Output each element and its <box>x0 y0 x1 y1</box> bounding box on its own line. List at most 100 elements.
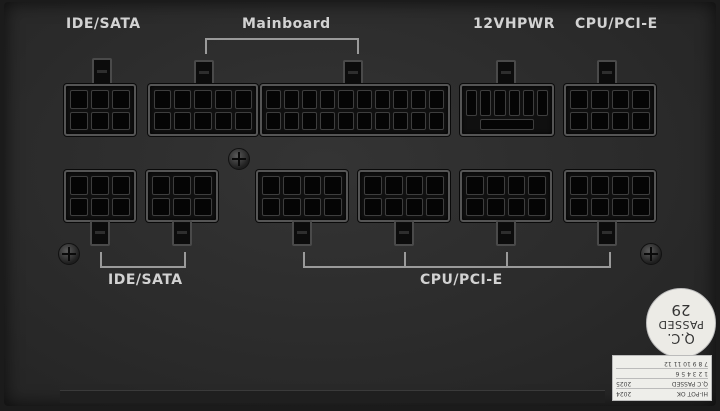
connector-pin <box>486 176 505 195</box>
ide-sata-connector-bottom-1 <box>64 170 136 222</box>
connector-pin <box>112 176 130 195</box>
hipot-row: 1 2 3 4 5 6 <box>616 368 708 378</box>
connector-pin <box>303 176 322 195</box>
hipot-row: 7 8 9 10 11 12 <box>616 359 708 368</box>
connector-pin <box>91 111 109 130</box>
hipot-months-2: 7 8 9 10 11 12 <box>664 360 708 367</box>
connector-pin <box>194 197 212 216</box>
connector-pin <box>486 197 505 216</box>
label-cpu-pcie-top: CPU/PCI-E <box>575 16 658 32</box>
connector-pin <box>282 197 301 216</box>
connector-pin <box>324 176 342 195</box>
connector-pin <box>405 176 424 195</box>
screw-icon <box>640 243 662 265</box>
connector-pin <box>70 197 88 216</box>
latch <box>90 220 110 246</box>
connector-pin <box>70 176 88 195</box>
screw-icon <box>228 148 250 170</box>
hipot-year-1: 2024 <box>616 390 632 397</box>
connector-pin <box>302 111 318 130</box>
connector-pin <box>324 197 342 216</box>
hipot-qc: Q.C PASSED <box>671 380 708 387</box>
connector-pin <box>528 176 546 195</box>
hipot-title: HI-POT OK <box>676 390 708 397</box>
latch <box>394 220 414 246</box>
connector-pin <box>570 90 588 109</box>
connector-pin <box>70 111 88 130</box>
label-mainboard: Mainboard <box>242 16 331 32</box>
connector-pin <box>392 90 408 109</box>
connector-pin <box>570 111 588 130</box>
connector-pin <box>611 176 630 195</box>
connector-pin <box>426 197 444 216</box>
qc-passed-sticker: Q.C. PASSED 29 <box>646 288 716 358</box>
label-cpu-pcie-bottom: CPU/PCI-E <box>420 272 503 288</box>
connector-pin <box>173 176 191 195</box>
connector-pin <box>194 90 212 109</box>
connector-pin <box>570 197 588 216</box>
connector-pin <box>154 90 172 109</box>
connector-pin <box>480 90 492 116</box>
connector-pin <box>284 90 300 109</box>
connector-pin <box>214 111 232 130</box>
label-ide-sata-top: IDE/SATA <box>66 16 141 32</box>
connector-pin <box>302 90 318 109</box>
connector-pin <box>410 90 426 109</box>
connector-pin <box>632 197 650 216</box>
connector-pin <box>91 176 109 195</box>
connector-pin <box>428 111 444 130</box>
cpu-pcie-connector-bottom-3 <box>460 170 552 222</box>
hipot-row: Q.C PASSED 2025 <box>616 378 708 388</box>
connector-pin <box>466 176 484 195</box>
latch <box>597 220 617 246</box>
connector-pin <box>632 111 650 130</box>
cpu-pcie-bracket <box>303 252 611 268</box>
connector-pin <box>91 197 109 216</box>
sense-pins <box>480 118 534 130</box>
12vhpwr-connector <box>460 84 554 136</box>
connector-pin <box>611 90 630 109</box>
connector-pin <box>536 90 548 116</box>
connector-pin <box>632 176 650 195</box>
cpu-pcie-connector-bottom-2 <box>358 170 450 222</box>
connector-pin <box>590 197 609 216</box>
connector-pin <box>570 176 588 195</box>
hipot-row: HI-POT OK 2024 <box>616 388 708 398</box>
qc-number: 29 <box>671 301 691 320</box>
connector-pin <box>508 90 520 116</box>
cpu-pcie-connector-top <box>564 84 656 136</box>
connector-pin <box>112 111 130 130</box>
connector-pin <box>392 111 408 130</box>
connector-pin <box>374 111 390 130</box>
cpu-pcie-connector-bottom-1 <box>256 170 348 222</box>
connector-pin <box>466 90 478 116</box>
connector-pin <box>356 90 372 109</box>
connector-pin <box>174 111 192 130</box>
connector-pin <box>320 111 336 130</box>
connector-pin <box>507 197 526 216</box>
mainboard-connector-small <box>148 84 258 136</box>
connector-pin <box>426 176 444 195</box>
latch <box>92 58 112 86</box>
connector-pin <box>494 90 506 116</box>
connector-pin <box>522 90 534 116</box>
connector-pin <box>266 90 282 109</box>
connector-pin <box>632 90 650 109</box>
connector-pin <box>234 90 252 109</box>
label-ide-sata-bottom: IDE/SATA <box>108 272 183 288</box>
connector-pin <box>590 90 609 109</box>
connector-pin <box>384 197 403 216</box>
hipot-year-2: 2025 <box>616 380 632 387</box>
latch <box>194 60 214 86</box>
connector-pin <box>266 111 282 130</box>
connector-pin <box>338 90 354 109</box>
connector-pin <box>384 176 403 195</box>
connector-pin <box>234 111 252 130</box>
latch <box>172 220 192 246</box>
connector-pin <box>262 197 280 216</box>
mainboard-connector-large <box>260 84 450 136</box>
connector-pin <box>112 90 130 109</box>
connector-pin <box>112 197 130 216</box>
connector-pin <box>262 176 280 195</box>
